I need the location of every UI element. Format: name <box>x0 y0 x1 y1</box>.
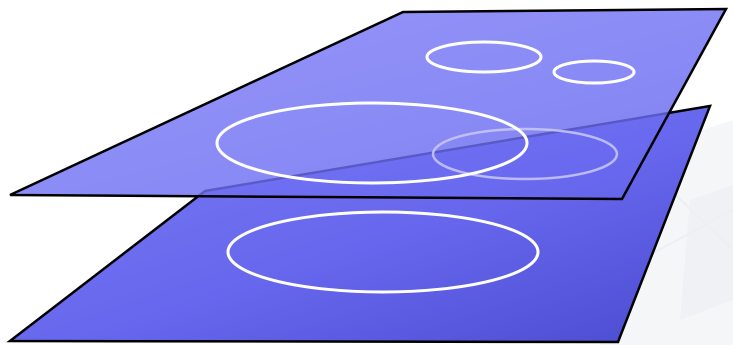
top-plane <box>10 9 726 199</box>
